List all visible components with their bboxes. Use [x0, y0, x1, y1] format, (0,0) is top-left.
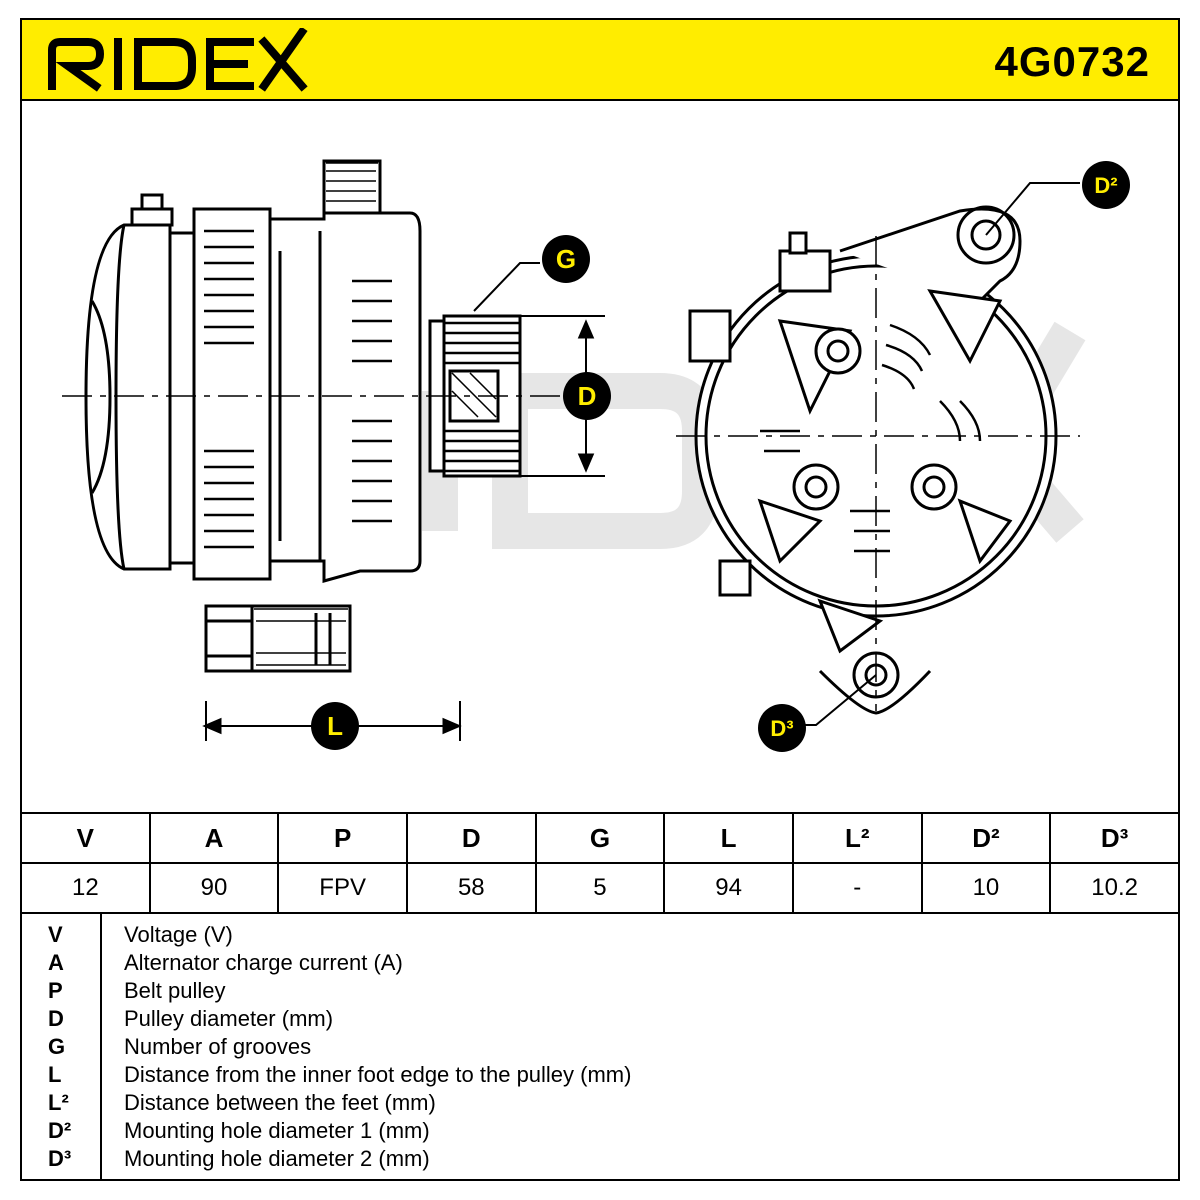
legend-row: D² Mounting hole diameter 1 (mm) [20, 1118, 1180, 1146]
ridex-logo [48, 28, 308, 92]
svg-text:D³: D³ [770, 716, 793, 741]
callout-g: G [542, 235, 590, 283]
legend-symbol: D² [48, 1118, 72, 1143]
legend-symbol: P [48, 978, 63, 1003]
legend-text: Distance between the feet (mm) [124, 1090, 436, 1115]
spec-value-l: 94 [663, 862, 794, 914]
legend: V Voltage (V) A Alternator charge curren… [20, 914, 1180, 1181]
spec-value-d: 58 [405, 862, 537, 914]
callout-d: D [563, 372, 611, 420]
spec-header-g: G [534, 812, 666, 864]
spec-value-l2: - [791, 862, 923, 914]
spec-value-a: 90 [148, 862, 280, 914]
spec-value-p: FPV [277, 862, 408, 914]
alternator-side-view [62, 159, 605, 741]
legend-row: A Alternator charge current (A) [20, 950, 1180, 978]
legend-text: Mounting hole diameter 1 (mm) [124, 1118, 430, 1143]
legend-text: Alternator charge current (A) [124, 950, 403, 975]
svg-text:G: G [556, 244, 576, 274]
svg-text:D²: D² [1094, 173, 1117, 198]
legend-text: Number of grooves [124, 1034, 312, 1059]
legend-symbol: V [48, 922, 63, 947]
spec-header-d3: D³ [1049, 812, 1180, 864]
spec-value-row: 12 90 FPV 58 5 94 - 10 10.2 [20, 862, 1180, 914]
legend-text: Pulley diameter (mm) [124, 1006, 334, 1031]
alternator-front-view [676, 182, 1080, 726]
legend-row: L Distance from the inner foot edge to t… [20, 1062, 1180, 1090]
spec-header-p: P [277, 812, 408, 864]
svg-text:L: L [327, 711, 343, 741]
legend-symbol: D [48, 1006, 64, 1031]
legend-text: Mounting hole diameter 2 (mm) [124, 1146, 430, 1171]
legend-symbol: G [48, 1034, 66, 1059]
spec-value-d2: 10 [920, 862, 1052, 914]
callout-d3: D³ [758, 704, 806, 752]
legend-text: Distance from the inner foot edge to the… [124, 1062, 632, 1087]
spec-table: V A P D G L L² D² D³ 12 90 FPV 58 5 94 -… [20, 812, 1180, 914]
legend-row: D Pulley diameter (mm) [20, 1006, 1180, 1034]
legend-symbol: L [48, 1062, 62, 1087]
legend-row: V Voltage (V) [20, 922, 1180, 950]
spec-value-g: 5 [534, 862, 666, 914]
spec-header-row: V A P D G L L² D² D³ [20, 812, 1180, 864]
legend-row: D³ Mounting hole diameter 2 (mm) [20, 1146, 1180, 1174]
spec-header-v: V [20, 812, 151, 864]
spec-header-d2: D² [920, 812, 1052, 864]
spec-value-d3: 10.2 [1049, 862, 1180, 914]
spec-header-a: A [148, 812, 280, 864]
legend-text: Belt pulley [124, 978, 226, 1003]
spec-header-l2: L² [791, 812, 923, 864]
callout-d2: D² [1082, 161, 1130, 209]
svg-text:D: D [578, 381, 597, 411]
legend-row: P Belt pulley [20, 978, 1180, 1006]
callout-l: L [311, 702, 359, 750]
legend-symbol: L² [48, 1090, 69, 1115]
header-bar: 4G0732 [20, 18, 1180, 101]
legend-symbol: D³ [48, 1146, 72, 1171]
alternator-drawing: G D L D² D³ [62, 159, 1130, 752]
legend-row: L² Distance between the feet (mm) [20, 1090, 1180, 1118]
legend-symbol: A [48, 950, 64, 975]
legend-text: Voltage (V) [124, 922, 233, 947]
spec-value-v: 12 [20, 862, 151, 914]
legend-divider [100, 914, 102, 1181]
spec-header-d: D [405, 812, 537, 864]
legend-row: G Number of grooves [20, 1034, 1180, 1062]
spec-header-l: L [663, 812, 794, 864]
part-number: 4G0732 [994, 38, 1150, 85]
